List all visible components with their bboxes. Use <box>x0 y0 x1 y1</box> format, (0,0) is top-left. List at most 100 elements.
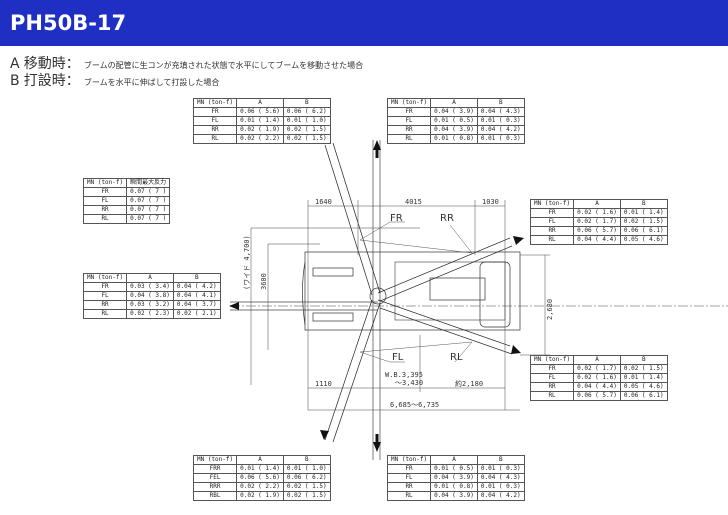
dim-width: 2,680 <box>546 299 554 320</box>
table-header-cell: A <box>430 98 478 108</box>
table-header-cell: B <box>476 455 525 465</box>
outrigger-label: FL <box>529 373 575 383</box>
outrigger-label: RRR <box>192 482 238 492</box>
load-value: 0.01 ( 0.8) <box>430 134 478 144</box>
load-value: 0.02 ( 2.3) <box>126 309 174 319</box>
table-header-cell: MN (ton-f) <box>386 98 432 108</box>
load-value: 0.04 ( 3.7) <box>172 300 221 310</box>
label-rr: RR <box>440 213 454 224</box>
legend-a: A 移動時： ブームの配管に生コンが充填された状態で水平にしてブームを移動させた… <box>10 53 363 73</box>
legend-desc: ブームの配管に生コンが充填された状態で水平にしてブームを移動させた場合 <box>83 61 364 70</box>
load-value: 0.07 ( 7 ) <box>126 205 171 215</box>
legend-b: B 打設時： ブームを水平に伸ばして打設した場合 <box>10 70 219 90</box>
table-header-cell: A <box>430 455 478 465</box>
load-value: 0.02 ( 1.5) <box>282 125 331 135</box>
outrigger-label: RBL <box>192 491 238 501</box>
outrigger-label: FR <box>192 107 238 117</box>
outrigger-label: FL <box>82 196 128 206</box>
outrigger-label: FL <box>529 217 575 227</box>
dim-total-length: 6,685～6,735 <box>390 401 439 409</box>
outrigger-label: RR <box>82 300 128 310</box>
load-value: 0.02 ( 1.5) <box>282 134 331 144</box>
legend-label: 移動時： <box>23 56 80 72</box>
load-value: 0.04 ( 4.4) <box>573 382 621 392</box>
table-header-cell: B <box>172 273 221 283</box>
table-header-cell: B <box>282 98 331 108</box>
load-value: 0.06 ( 6.2) <box>282 107 331 117</box>
outrigger-label: FR <box>386 464 432 474</box>
center-lines <box>230 140 728 460</box>
table-header-cell: MN (ton-f) <box>192 98 238 108</box>
load-value: 0.02 ( 1.5) <box>282 491 331 501</box>
load-value: 0.01 ( 0.3) <box>476 464 525 474</box>
leader-lines <box>359 221 473 363</box>
load-value: 0.04 ( 3.8) <box>126 291 174 301</box>
load-value: 0.02 ( 1.7) <box>573 217 621 227</box>
outrigger-label: RR <box>529 382 575 392</box>
outrigger-label: RL <box>386 134 432 144</box>
table-header-cell: A <box>573 199 621 209</box>
load-value: 0.01 ( 1.4) <box>619 373 668 383</box>
dimension-lines <box>250 200 550 411</box>
dim-wheelbase: W.B.3,395 <box>385 371 423 379</box>
outrigger-label: FR <box>529 208 575 218</box>
arrow-down-icon <box>373 442 381 452</box>
dim-max-width: (ワイド 4,700) <box>243 235 251 290</box>
load-value: 0.01 ( 0.3) <box>476 116 525 126</box>
dim-1110: 1110 <box>315 380 332 388</box>
load-value: 0.06 ( 5.7) <box>573 391 621 401</box>
load-value: 0.04 ( 4.2) <box>172 282 221 292</box>
outrigger-label: FR <box>386 107 432 117</box>
outrigger-label: RL <box>82 309 128 319</box>
load-value: 0.01 ( 1.4) <box>619 208 668 218</box>
load-value: 0.01 ( 1.0) <box>282 116 331 126</box>
table-header-cell: MN (ton-f) <box>82 178 128 188</box>
outrigger-label: FR <box>82 282 128 292</box>
label-fl: FL <box>392 352 404 363</box>
outrigger-label: FL <box>192 116 238 126</box>
table-header-cell: MN (ton-f) <box>82 273 128 283</box>
load-value: 0.01 ( 1.4) <box>236 464 284 474</box>
table-header-cell: A <box>236 98 284 108</box>
load-value: 0.01 ( 1.4) <box>236 116 284 126</box>
table-header-cell: MN (ton-f) <box>192 455 238 465</box>
load-value: 0.05 ( 4.6) <box>619 235 668 245</box>
legend-key: A <box>10 56 20 72</box>
outrigger-label: FRR <box>192 464 238 474</box>
load-value: 0.06 ( 6.1) <box>619 391 668 401</box>
load-value: 0.02 ( 1.6) <box>573 373 621 383</box>
load-value: 0.01 ( 1.0) <box>282 464 331 474</box>
load-value: 0.04 ( 3.9) <box>430 125 478 135</box>
outrigger-label: FR <box>82 187 128 197</box>
outrigger-label: RL <box>529 235 575 245</box>
load-value: 0.03 ( 3.2) <box>126 300 174 310</box>
label-rl: RL <box>450 352 463 363</box>
load-value: 0.06 ( 5.6) <box>236 473 284 483</box>
